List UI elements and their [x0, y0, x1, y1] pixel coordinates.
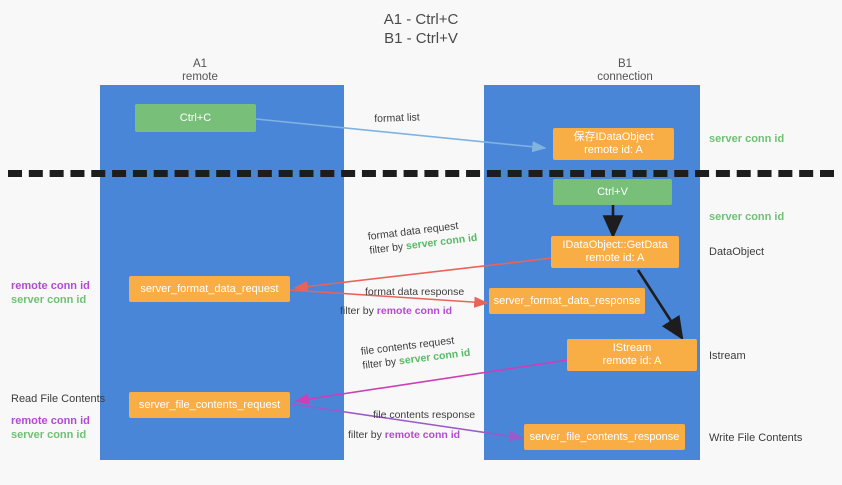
filter-prefix: filter by — [368, 240, 407, 257]
left-label-remote-conn-id-bottom: remote conn id — [11, 415, 90, 427]
edge-filter-file-contents-response: filter by remote conn id — [348, 428, 475, 442]
left-label-server-conn-id-mid: server conn id — [11, 294, 87, 306]
node-server-format-data-request[interactable]: server_format_data_request — [129, 276, 290, 302]
filter-prefix: filter by — [340, 305, 377, 317]
right-label-istream: Istream — [709, 350, 746, 362]
left-label-remote-conn-id-mid: remote conn id — [11, 280, 90, 292]
node-ctrl-c[interactable]: Ctrl+C — [135, 104, 256, 132]
node-idataobject-getdata[interactable]: IDataObject::GetData remote id: A — [551, 236, 679, 268]
lane-header-b1: B1 connection — [597, 58, 653, 83]
filter-prefix: filter by — [348, 429, 385, 441]
node-save-idataobject[interactable]: 保存IDataObject remote id: A — [553, 128, 674, 160]
left-label-read-file-contents: Read File Contents — [11, 393, 106, 405]
right-label-server-conn-id-mid: server conn id — [709, 211, 785, 223]
edge-label-file-contents-response: file contents response filter by remote … — [348, 409, 476, 441]
node-server-file-contents-request[interactable]: server_file_contents_request — [129, 392, 290, 418]
edge-label-file-contents-request: file contents request filter by server c… — [360, 334, 472, 372]
phase-divider — [8, 170, 834, 177]
filter-prefix: filter by — [361, 355, 400, 372]
page-title: A1 - Ctrl+C B1 - Ctrl+V — [383, 11, 459, 47]
filter-key-remote-conn-id: remote conn id — [376, 305, 453, 317]
edge-label-format-list: format list — [374, 111, 420, 125]
node-istream[interactable]: IStream remote id: A — [567, 339, 697, 371]
lane-header-a1: A1 remote — [182, 58, 218, 83]
right-label-dataobject: DataObject — [709, 246, 765, 258]
node-ctrl-v[interactable]: Ctrl+V — [553, 179, 672, 205]
right-label-write-file-contents: Write File Contents — [709, 432, 803, 444]
filter-key-remote-conn-id: remote conn id — [384, 429, 461, 441]
edge-label-format-data-response: format data response filter by remote co… — [340, 286, 465, 317]
node-server-file-contents-response[interactable]: server_file_contents_response — [524, 424, 685, 450]
right-label-server-conn-id-top: server conn id — [709, 133, 785, 145]
edge-filter-format-data-response: filter by remote conn id — [340, 304, 464, 318]
left-label-server-conn-id-bottom: server conn id — [11, 429, 87, 441]
edge-label-format-data-request: format data request filter by server con… — [367, 219, 479, 257]
node-server-format-data-response[interactable]: server_format_data_response — [489, 288, 645, 314]
